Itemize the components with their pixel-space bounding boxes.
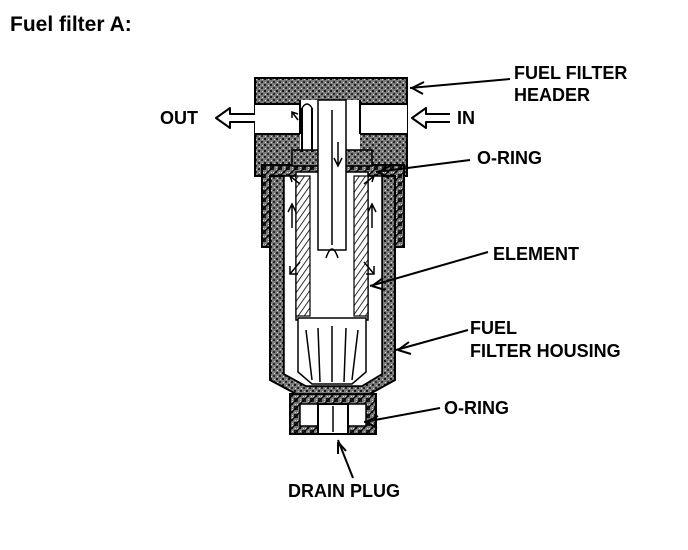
- label-fuel-filter-housing-line1: FUEL: [470, 318, 517, 338]
- in-flow-arrow: [411, 107, 450, 129]
- diagram-title: Fuel filter A:: [10, 13, 132, 36]
- label-drain-plug: DRAIN PLUG: [288, 481, 400, 501]
- label-o-ring-bottom: O-RING: [444, 398, 509, 418]
- label-fuel-filter-header-line1: FUEL FILTER: [514, 63, 627, 83]
- label-in: IN: [457, 108, 475, 128]
- label-fuel-filter-header-line2: HEADER: [514, 85, 590, 105]
- flow-arrows: [287, 110, 377, 275]
- out-flow-arrow: [215, 107, 255, 129]
- leader-lines: [337, 78, 511, 479]
- label-fuel-filter-housing-line2: FILTER HOUSING: [470, 341, 621, 361]
- label-out: OUT: [160, 108, 198, 128]
- label-o-ring-top: O-RING: [477, 148, 542, 168]
- filter-body: [254, 77, 408, 435]
- label-element: ELEMENT: [493, 244, 579, 264]
